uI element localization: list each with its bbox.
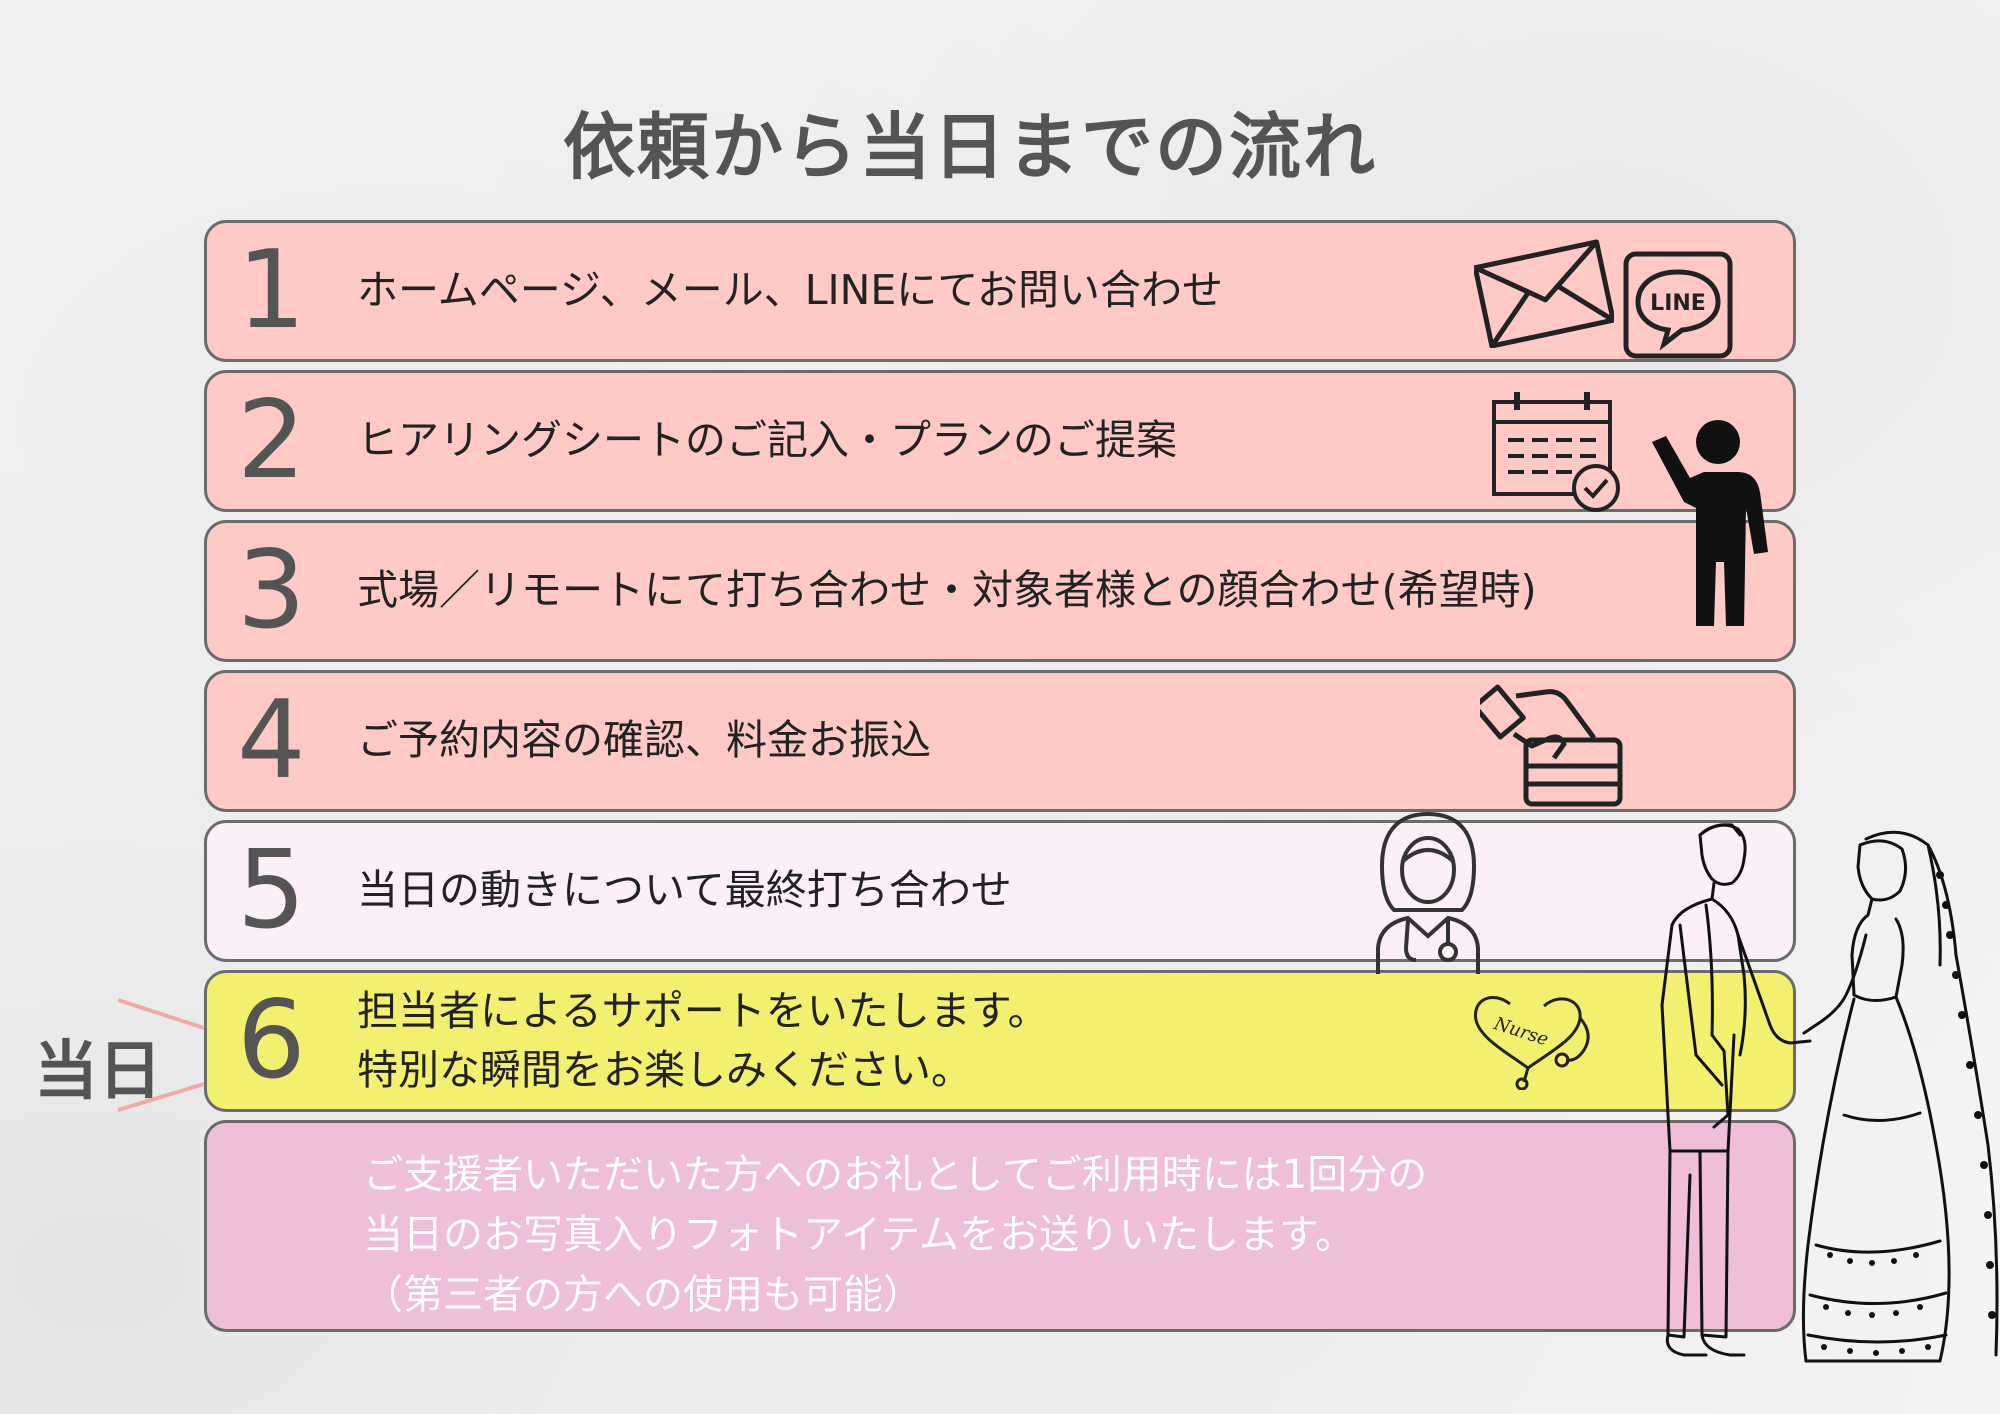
note-line: ご支援者いただいた方へのお礼としてご利用時には1回分の (363, 1152, 1428, 1198)
step-text: ヒアリングシートのご記入・プランのご提案 (357, 416, 1177, 465)
step-number: 4 (237, 678, 306, 803)
step-number: 6 (237, 978, 306, 1103)
page-title: 依頼から当日までの流れ (562, 105, 1377, 189)
step-text: 式場／リモートにて打ち合わせ・対象者様との顔合わせ(希望時) (357, 566, 1537, 615)
accent-line-bottom (117, 1082, 205, 1112)
step-number: 3 (237, 528, 306, 653)
wedding-couple-illustration (1660, 823, 1999, 1363)
line-badge-label: LINE (1650, 291, 1706, 316)
note-line: 当日のお写真入りフォトアイテムをお送りいたします。 (363, 1212, 1355, 1258)
step-5: 5 当日の動きについて最終打ち合わせ (204, 820, 1796, 962)
person-raising-hand-icon (1652, 420, 1768, 626)
accent-line-top (117, 998, 205, 1030)
thanks-note: ご支援者いただいた方へのお礼としてご利用時には1回分の 当日のお写真入りフォトア… (204, 1120, 1796, 1332)
day-label: 当日 (34, 1035, 162, 1109)
step-6: 6 担当者によるサポートをいたします。 特別な瞬間をお楽しみください。 (204, 970, 1796, 1112)
step-text: ホームページ、メール、LINEにてお問い合わせ (357, 266, 1223, 315)
step-text: 担当者によるサポートをいたします。 特別な瞬間をお楽しみください。 (357, 982, 1049, 1101)
step-3: 3 式場／リモートにて打ち合わせ・対象者様との顔合わせ(希望時) (204, 520, 1796, 662)
step-number: 2 (237, 378, 306, 503)
envelope-icon (1474, 239, 1614, 348)
step-text: 当日の動きについて最終打ち合わせ (357, 866, 1012, 915)
step-text: ご予約内容の確認、料金お振込 (357, 716, 931, 765)
step-2: 2 ヒアリングシートのご記入・プランのご提案 (204, 370, 1796, 512)
step-number: 1 (237, 228, 306, 353)
heart-stethoscope-icon: Nurse (1474, 995, 1590, 1090)
day-accent-lines (117, 998, 205, 1112)
heart-script-text: Nurse (1490, 1013, 1551, 1051)
line-app-icon: LINE (1623, 251, 1733, 359)
note-line: （第三者の方への使用も可能） (363, 1272, 923, 1318)
calendar-check-icon (1492, 392, 1620, 512)
step-text-line: 担当者によるサポートをいたします。 (357, 986, 1049, 1035)
nurse-icon (1376, 811, 1480, 974)
step-text-line: 特別な瞬間をお楽しみください。 (357, 1046, 972, 1094)
payment-card-icon (1480, 684, 1623, 807)
step-number: 5 (237, 828, 306, 953)
